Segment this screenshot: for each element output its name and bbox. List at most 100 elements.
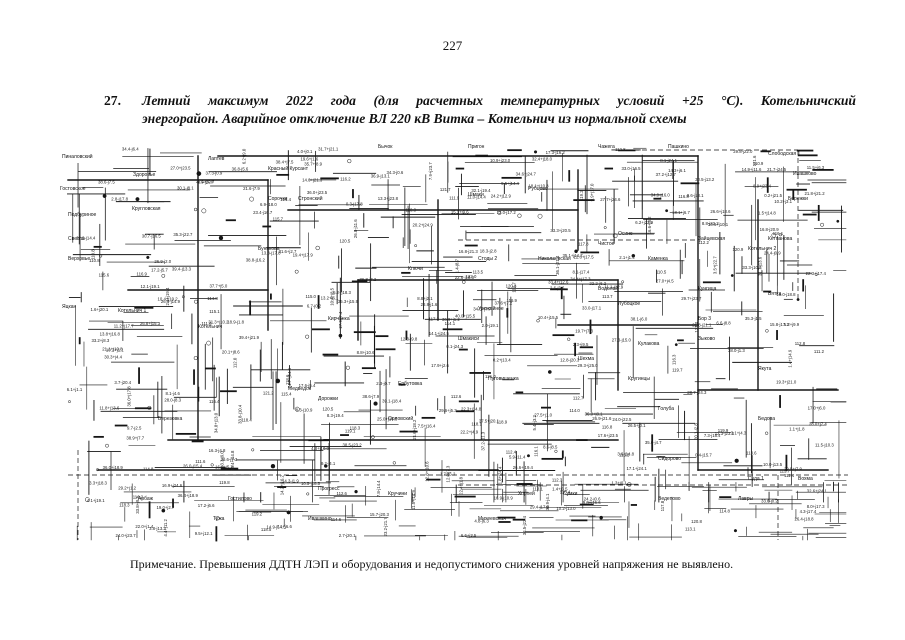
bus-bar <box>398 383 406 386</box>
flow-value: 10.4+j8.5 <box>329 287 334 305</box>
flow-value: 21.8+j21.2 <box>804 191 825 196</box>
bus-bar <box>604 167 614 170</box>
flow-value: 16.8-j21.3 <box>459 249 479 254</box>
switch-node <box>85 497 90 502</box>
flow-value: 36.0+j17.8 <box>126 386 131 407</box>
flow-value: 34.8+j13.0 <box>214 412 219 433</box>
flow-value: 4.1+j19.1 <box>87 498 105 503</box>
flow-value: 32.1-j19.4 <box>471 188 491 193</box>
flow-value: 114.8 <box>143 466 154 471</box>
bus-bar <box>320 177 339 180</box>
substation-label: Ключи <box>408 266 423 272</box>
flow-value: 26.0-j15.4 <box>183 463 203 468</box>
switch-node <box>778 233 783 237</box>
flow-value: 37.2+j12.7 <box>656 172 677 177</box>
flow-value: 0.2+j21.5 <box>764 193 782 198</box>
flow-value: 115.7 <box>273 217 284 222</box>
flow-value: 11.5+j14.9 <box>411 490 416 510</box>
substation-label: Орловский <box>388 415 413 422</box>
flow-value: 110.3 <box>406 207 417 212</box>
bus-bar <box>215 526 218 542</box>
substation-label: Красный Курсант <box>268 165 309 172</box>
flow-value: 2.8-j17.8 <box>111 197 128 202</box>
bus-bar <box>677 339 684 342</box>
flow-value: 113.1 <box>685 526 696 531</box>
flow-value: 9.5+j12.1 <box>195 531 213 536</box>
flow-value: 119.2 <box>579 190 584 201</box>
bus-bar <box>497 516 516 519</box>
flow-value: 36.9-j13.1 <box>371 173 391 178</box>
substation-label: Сидорово <box>658 456 681 462</box>
substation-label: Шмаки <box>468 192 484 198</box>
flow-value: 37.7+j5.0 <box>209 283 227 288</box>
flow-value: 2.3+j9.5 <box>573 342 589 347</box>
bus-bar <box>311 328 330 331</box>
flow-value: 8.3-j10.9 <box>296 407 313 412</box>
switch-node <box>612 233 618 239</box>
flow-value: 22.2+j4.9 <box>460 430 478 435</box>
substation-label: Каменка <box>648 256 668 262</box>
switch-node <box>733 529 738 533</box>
bus-bar <box>277 486 287 488</box>
flow-value: 30.7-j16.5 <box>142 234 162 239</box>
switch-node <box>764 431 769 435</box>
bus-bar <box>653 197 662 200</box>
flow-value: 22.9-j14.4 <box>76 236 96 241</box>
flow-value: 16.3-j4.8 <box>209 448 226 453</box>
flow-value: 29.6+j5.3 <box>439 408 457 413</box>
flow-value: 8.9+j23.4 <box>753 184 771 189</box>
flow-value: 8.6-j13.1 <box>687 193 704 198</box>
bus-bar <box>353 331 376 334</box>
flow-value: 39.1-j18.4 <box>382 398 402 403</box>
flow-value: 34.4+j17.3 <box>570 277 591 282</box>
flow-value: 36.4+j18.9 <box>178 493 199 498</box>
substation-label: Рубцово <box>528 186 548 192</box>
substation-label: Михеевская <box>478 516 506 522</box>
switch-node <box>674 343 678 347</box>
flow-value: 36.8-j7.2 <box>360 277 377 282</box>
bus-bar <box>571 519 588 522</box>
bus-bar <box>541 406 551 409</box>
flow-value: 16.0+j5.7 <box>215 464 233 469</box>
bus-bar <box>134 407 152 410</box>
flow-value: 111.4 <box>784 473 795 478</box>
flow-value: 4.8+j10.9 <box>311 446 329 451</box>
bus-bar <box>375 335 389 338</box>
flow-value: 38.4+j14.8 <box>230 450 235 471</box>
switch-node <box>665 209 669 213</box>
substation-label: Зыково <box>698 336 715 342</box>
switch-node <box>631 253 636 258</box>
substation-label: Вятка <box>768 291 782 297</box>
flow-value: 8.1-j4.6 <box>166 391 181 396</box>
flow-value: 119.1 <box>345 428 356 433</box>
bus-bar <box>552 334 575 337</box>
bus-bar <box>573 199 595 202</box>
flow-value: 10.5-j18.5 <box>301 481 321 486</box>
switch-node <box>201 208 207 214</box>
bus-bar <box>785 454 788 472</box>
bus-bar <box>193 369 195 385</box>
bus-bar <box>512 518 526 521</box>
bus-bar <box>763 290 772 293</box>
switch-node <box>194 299 198 304</box>
flow-value: 15.8-j17.2 <box>770 322 790 327</box>
substation-label: Лавры <box>738 496 753 502</box>
flow-value: 121.7 <box>440 187 451 192</box>
flow-value: 120.5 <box>340 238 351 243</box>
switch-node <box>796 298 800 302</box>
switch-node <box>567 337 571 341</box>
flow-value: 113.5 <box>473 269 484 274</box>
switch-node <box>820 222 824 227</box>
flow-value: 38.4+j7.5 <box>276 160 294 165</box>
flow-value: 3.1+j4.3 <box>731 431 747 436</box>
bus-bar <box>506 308 509 318</box>
flow-value: 115.7 <box>780 468 791 473</box>
bus-bar <box>270 293 272 300</box>
substation-label: Светла <box>68 236 85 242</box>
flow-value: 114.0 <box>569 408 580 413</box>
bus-bar <box>114 424 128 427</box>
substation-label: Верховье <box>68 256 90 262</box>
flow-value: 7.8-j14.4 <box>376 480 381 497</box>
flow-value: 23.4-j16.7 <box>253 210 273 215</box>
switch-node <box>734 458 739 463</box>
